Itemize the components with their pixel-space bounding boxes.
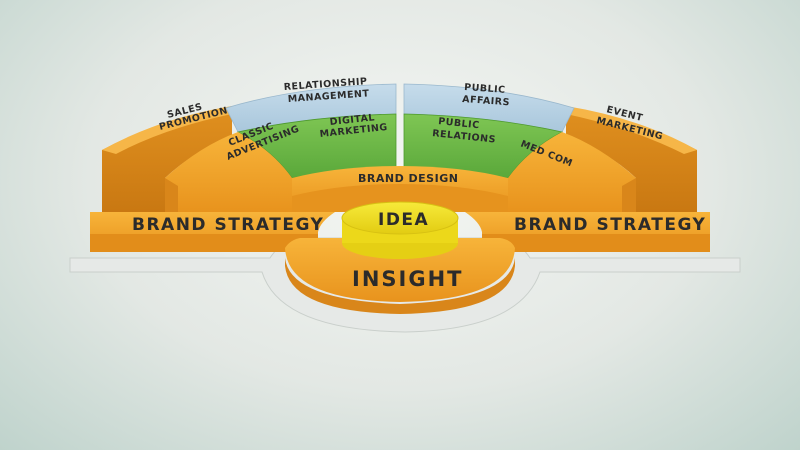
block-classic-advertising [165, 132, 292, 212]
label-public-relations-1: PUBLIC [438, 116, 480, 131]
label-brand-strategy-right: BRAND STRATEGY [514, 215, 706, 235]
bar-brand-strategy-left-front [90, 234, 318, 252]
block-insight-front [285, 258, 515, 314]
block-event-marketing [566, 108, 697, 212]
block-med-com-side [622, 178, 636, 212]
block-brand-design-front [292, 184, 508, 212]
block-sales-promotion [102, 108, 232, 212]
label-brand-strategy-left: BRAND STRATEGY [132, 215, 324, 235]
block-insight [285, 238, 515, 302]
block-med-com [508, 132, 636, 212]
block-classic-advertising-side [165, 178, 178, 212]
label-public-affairs-2: AFFAIRS [462, 94, 510, 108]
block-event-marketing-top [566, 106, 697, 154]
idea-cylinder-top [341, 201, 459, 235]
label-digital-marketing-1: DIGITAL [329, 112, 375, 128]
label-public-affairs-1: PUBLIC [464, 82, 506, 96]
block-sales-promotion-top [102, 106, 232, 154]
bar-brand-strategy-right-front [482, 234, 710, 252]
label-idea: IDEA [378, 210, 429, 230]
label-brand-design: BRAND DESIGN [358, 172, 458, 185]
label-insight: INSIGHT [352, 267, 463, 291]
